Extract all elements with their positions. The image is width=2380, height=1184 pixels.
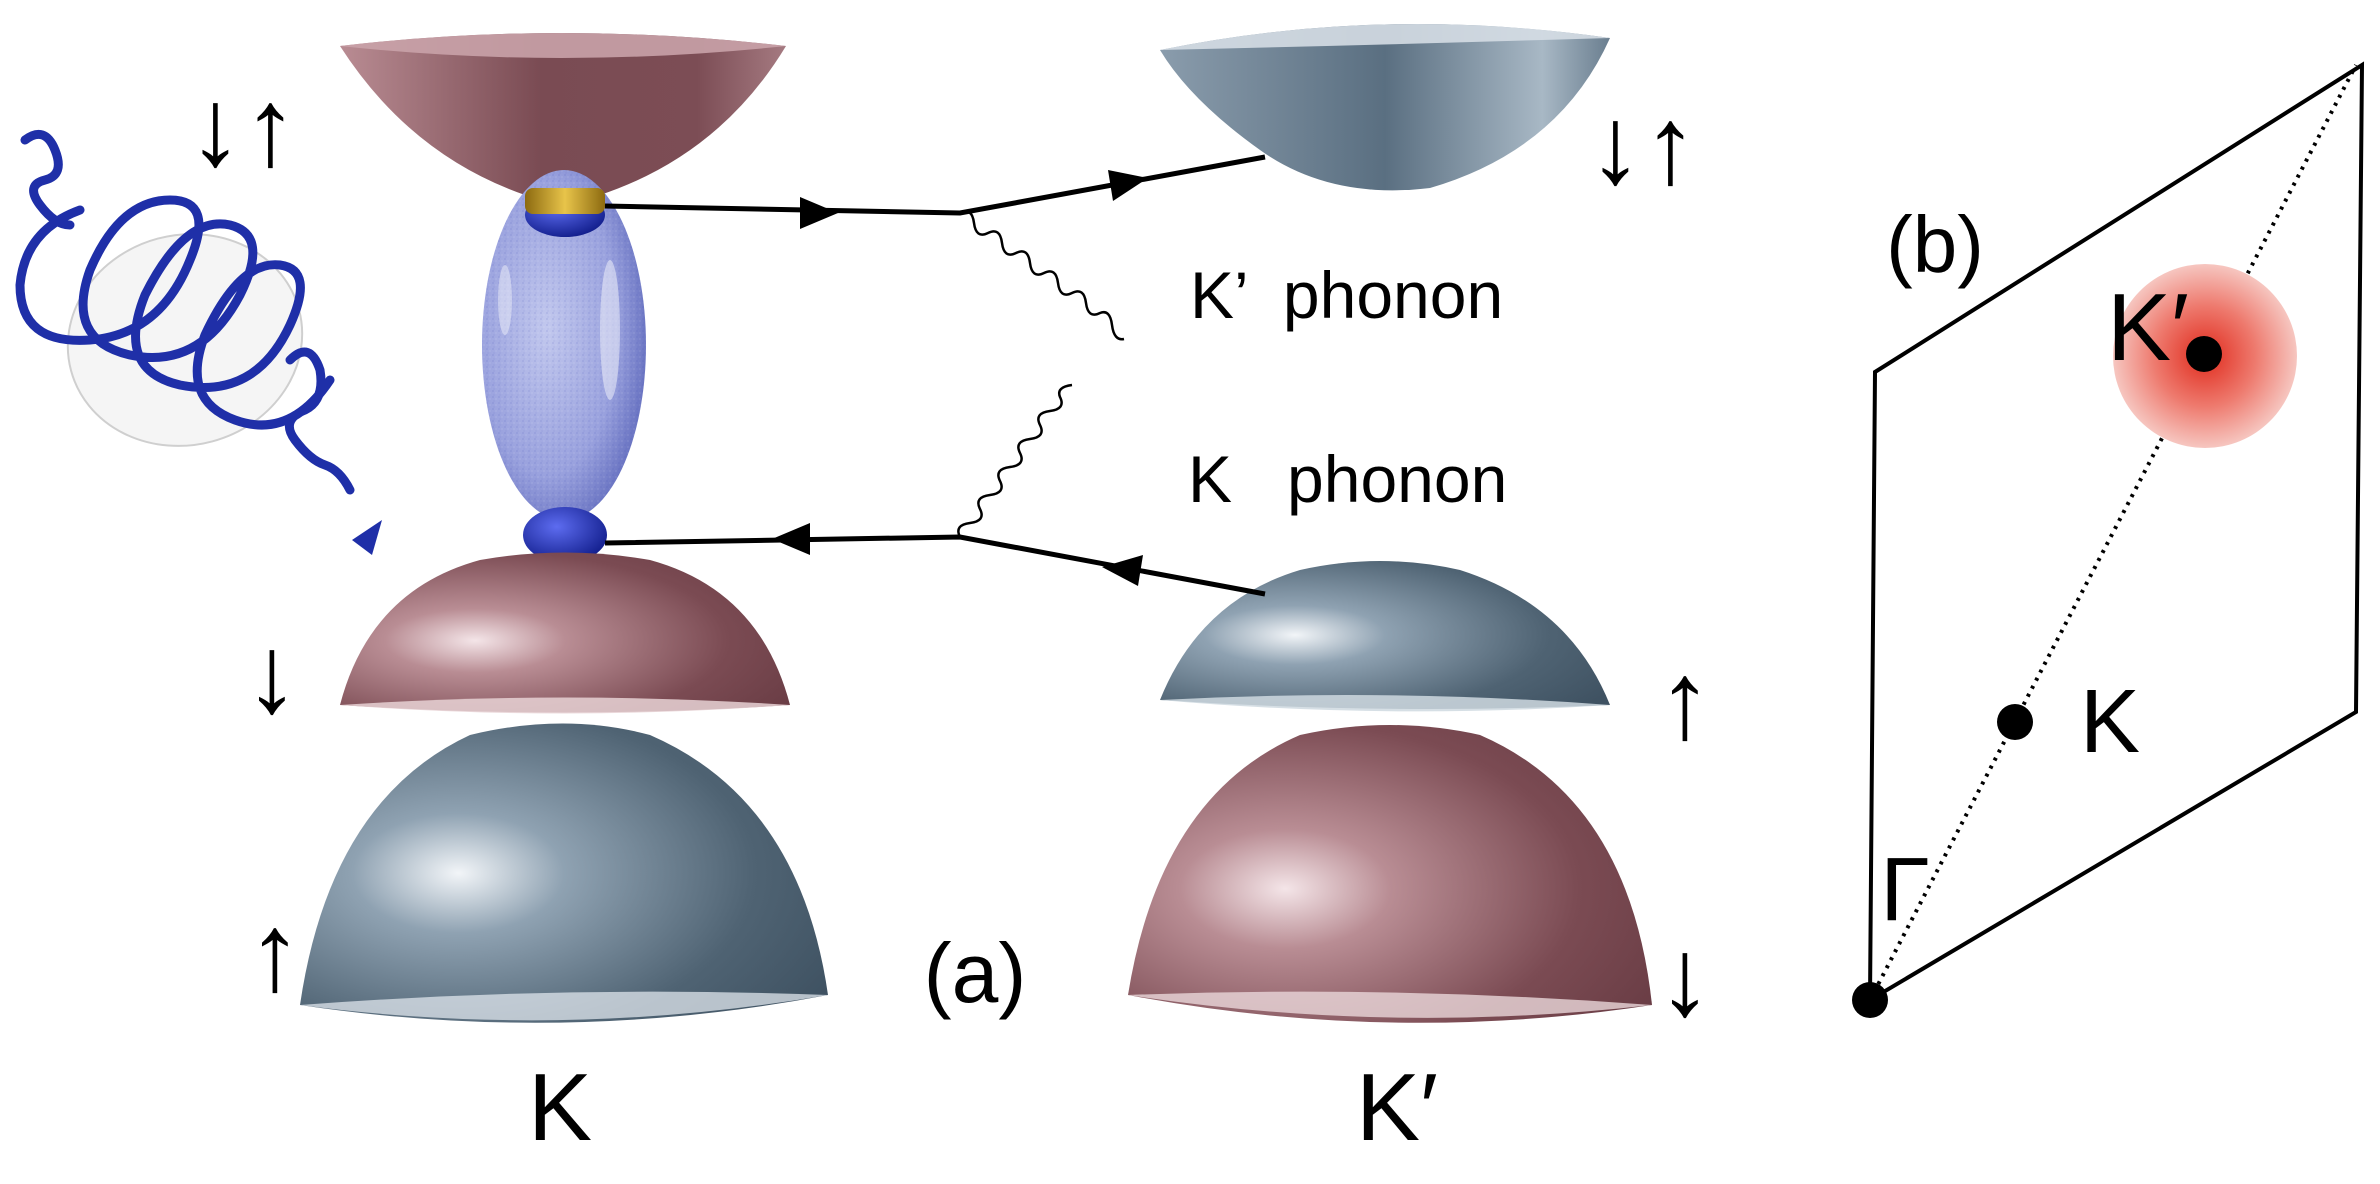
point-k-label: K — [2080, 672, 2140, 772]
electron-scattering-path — [604, 154, 1266, 216]
arrowhead-2 — [1108, 170, 1148, 201]
kprime-lower-band-rim — [1160, 695, 1610, 712]
spin-label-kprime-lower-conduction: ↑ — [1658, 639, 1713, 762]
exciton-highlight-2 — [498, 265, 512, 335]
k-lower-conduction-band — [340, 552, 790, 713]
kprime-valley-bands — [1128, 24, 1652, 1023]
hole-bottom — [523, 507, 607, 563]
exciton-texture — [482, 170, 646, 520]
exciton-highlight — [600, 260, 620, 400]
kprime-phonon-label: K’ phonon — [1190, 258, 1503, 332]
zone-parallelogram — [1867, 61, 2365, 1004]
k-upper-conduction-band — [340, 33, 786, 198]
point-gamma-label: Γ — [1880, 840, 1930, 940]
k-valence-band-rim — [300, 991, 828, 1021]
k-upper-band-rim — [340, 33, 786, 58]
scattering-paths — [604, 154, 1266, 597]
valley-label-kprime: K′ — [1356, 1054, 1438, 1161]
kprime-lower-conduction-band — [1160, 561, 1610, 709]
k-lower-band-rim — [340, 697, 790, 714]
photon-helix — [15, 129, 382, 555]
kprime-upper-band-rim — [1160, 24, 1610, 50]
arrowhead-3 — [772, 523, 810, 555]
point-k-dot — [1997, 704, 2033, 740]
valley-label-k: K — [528, 1054, 592, 1161]
point-kprime-dot — [2186, 336, 2222, 372]
kprime-phonon-wave — [959, 210, 1125, 341]
path-arrowheads — [772, 170, 1148, 586]
arrowhead-4 — [1102, 555, 1143, 586]
spin-label-k-valence: ↑ — [248, 891, 303, 1014]
k-phonon-label: K phonon — [1188, 442, 1507, 516]
kprime-upper-conduction-band — [1160, 24, 1610, 191]
photon-spiral — [15, 129, 355, 495]
arrowhead-1 — [800, 197, 838, 229]
point-gamma-dot — [1852, 982, 1888, 1018]
spin-label-kprime-valence: ↓ — [1658, 916, 1713, 1039]
panel-a-tag: (a) — [924, 926, 1027, 1020]
spin-label-k-lower-conduction: ↓ — [245, 613, 300, 736]
spin-label-k-upper: ↓↑ — [188, 66, 298, 189]
kprime-valence-band — [1128, 725, 1652, 1023]
phonon-wavelines — [957, 210, 1125, 538]
k-phonon-wave — [957, 383, 1073, 538]
point-kprime-label: K′ — [2107, 274, 2189, 381]
panel-b-tag: (b) — [1886, 200, 1984, 289]
spin-label-kprime-upper: ↓↑ — [1588, 84, 1698, 207]
gold-cap-top — [525, 188, 605, 214]
k-valley-bands — [300, 33, 828, 1023]
k-valence-band — [300, 723, 828, 1023]
kprime-valence-band-rim — [1128, 991, 1652, 1018]
labels: ↓↑ ↓ ↑ ↓↑ ↑ ↓ K’ phonon K phonon (a) K K… — [188, 66, 2189, 1161]
photon-arrowhead — [352, 520, 382, 555]
brillouin-zone — [1852, 61, 2365, 1018]
